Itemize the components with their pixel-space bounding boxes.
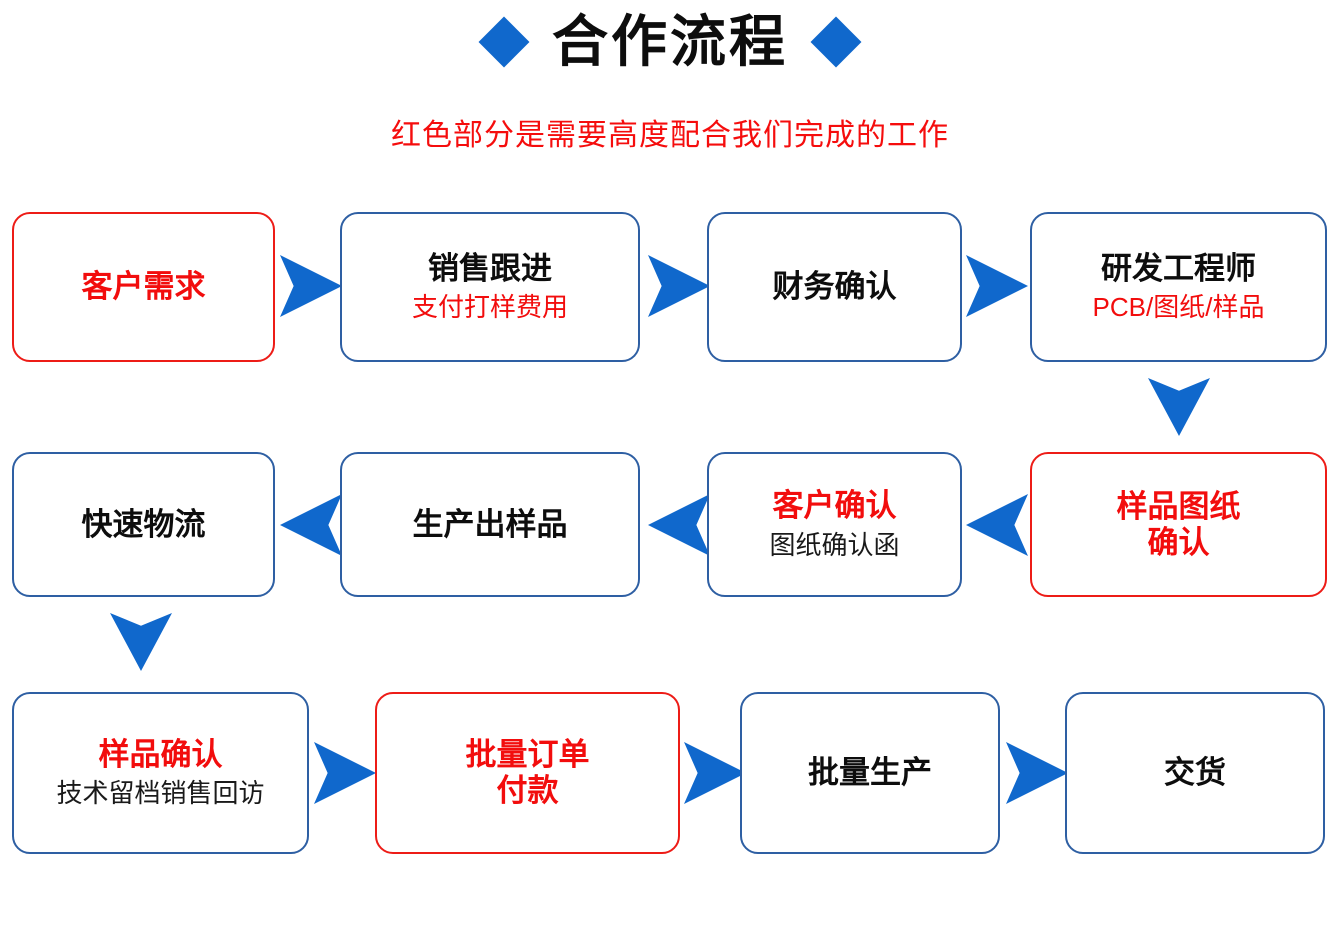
flow-node-fast-logistics[interactable]: 快速物流 <box>12 452 275 597</box>
page-title: 合作流程 <box>552 10 788 73</box>
node-title: 交货 <box>1164 755 1226 791</box>
flow-node-sample-drawing-confirm[interactable]: 样品图纸 确认 <box>1030 452 1327 597</box>
node-title: 销售跟进 <box>428 250 552 286</box>
flow-node-rd-engineer[interactable]: 研发工程师 PCB/图纸/样品 <box>1030 212 1327 362</box>
node-title: 生产出样品 <box>412 506 568 542</box>
arrow-left-icon <box>280 494 342 556</box>
page-header: 合作流程 红色部分是需要高度配合我们完成的工作 <box>0 0 1340 175</box>
arrow-right-icon <box>684 742 746 804</box>
node-title: 财务确认 <box>772 269 897 305</box>
node-subtitle: 支付打样费用 <box>411 292 568 323</box>
node-title: 研发工程师 <box>1101 250 1256 286</box>
arrow-left-icon <box>648 494 710 556</box>
arrow-right-icon <box>280 255 342 317</box>
node-title: 快速物流 <box>81 506 206 542</box>
flow-node-customer-confirm[interactable]: 客户确认 图纸确认函 <box>707 452 962 597</box>
flow-node-sales-followup[interactable]: 销售跟进 支付打样费用 <box>340 212 640 362</box>
arrow-right-icon <box>648 255 710 317</box>
node-subtitle: 技术留档销售回访 <box>56 778 265 809</box>
flow-node-bulk-order-payment[interactable]: 批量订单 付款 <box>375 692 680 854</box>
flow-node-bulk-production[interactable]: 批量生产 <box>740 692 1000 854</box>
node-title: 客户需求 <box>81 269 206 305</box>
flow-node-finance-confirm[interactable]: 财务确认 <box>707 212 962 362</box>
node-title: 样品确认 <box>98 736 223 772</box>
arrow-right-icon <box>314 742 376 804</box>
node-title: 批量生产 <box>808 755 932 791</box>
arrow-down-icon <box>110 613 172 671</box>
flow-node-customer-requirement[interactable]: 客户需求 <box>12 212 275 362</box>
title-row: 合作流程 <box>0 14 1340 70</box>
flow-node-produce-sample[interactable]: 生产出样品 <box>340 452 640 597</box>
arrow-right-icon <box>1006 742 1068 804</box>
arrow-down-icon <box>1148 378 1210 436</box>
node-title: 样品图纸 确认 <box>1116 488 1241 560</box>
arrow-right-icon <box>966 255 1028 317</box>
page-subtitle: 红色部分是需要高度配合我们完成的工作 <box>391 119 949 152</box>
node-subtitle: 图纸确认函 <box>769 529 900 560</box>
node-title: 客户确认 <box>772 488 897 524</box>
flow-node-sample-confirm[interactable]: 样品确认 技术留档销售回访 <box>12 692 309 854</box>
node-subtitle: PCB/图纸/样品 <box>1092 292 1265 323</box>
node-title: 批量订单 付款 <box>465 737 590 808</box>
arrow-left-icon <box>966 494 1028 556</box>
flow-node-delivery[interactable]: 交货 <box>1065 692 1325 854</box>
